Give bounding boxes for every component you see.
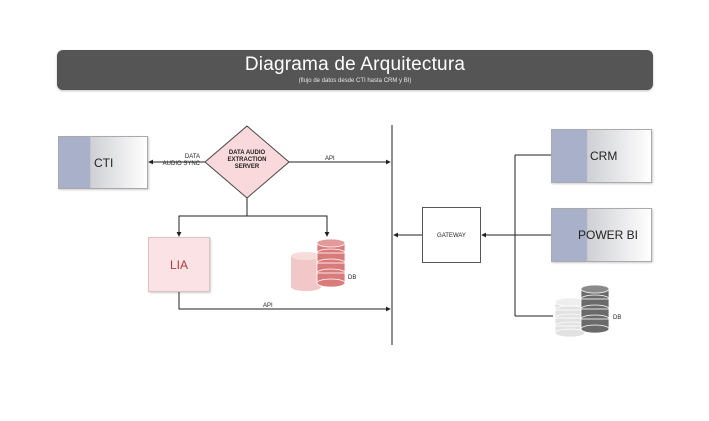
api-top-label: API: [325, 156, 335, 162]
diagram-subtitle: (flujo de datos desde CTI hasta CRM y BI…: [298, 78, 412, 84]
gateway-label: GATEWAY: [437, 233, 466, 239]
cti-node[interactable]: CTI: [58, 136, 148, 189]
lia-node[interactable]: LIA: [148, 237, 210, 292]
db-right-icon: [554, 284, 610, 338]
cti-label: CTI: [94, 155, 114, 170]
powerbi-label: POWER BI: [578, 228, 639, 242]
server-label-line-1: DATA AUDIO: [228, 150, 266, 156]
crm-node[interactable]: CRM: [551, 129, 652, 183]
powerbi-node[interactable]: POWER BI: [551, 208, 652, 262]
cti-edge-label-line-1: DATA: [184, 154, 200, 160]
server-node-label: DATA AUDIO EXTRACTION SERVER: [215, 150, 279, 171]
edge-lia-to-bus: [178, 292, 391, 312]
title-banner: Diagrama de Arquitectura (flujo de datos…: [57, 50, 653, 90]
edge-server-to-lia: [176, 198, 248, 237]
diagram-title: Diagrama de Arquitectura: [244, 54, 466, 75]
db-left-label: DB: [348, 275, 357, 281]
edge-server-to-db: [247, 215, 330, 237]
server-diamond-shape: [204, 125, 290, 199]
db-left-icon: [291, 238, 346, 291]
server-label-line-2: EXTRACTION: [227, 157, 267, 163]
lia-label: LIA: [169, 258, 188, 272]
gateway-node[interactable]: GATEWAY: [422, 207, 481, 263]
api-bottom-label: API: [263, 303, 273, 309]
db-right-label: DB: [613, 315, 622, 321]
cti-edge-label: DATA AUDIO SYNC: [160, 154, 200, 168]
server-label-line-3: SERVER: [234, 164, 260, 170]
crm-label: CRM: [590, 149, 618, 163]
cti-edge-label-line-2: AUDIO SYNC: [162, 161, 200, 167]
